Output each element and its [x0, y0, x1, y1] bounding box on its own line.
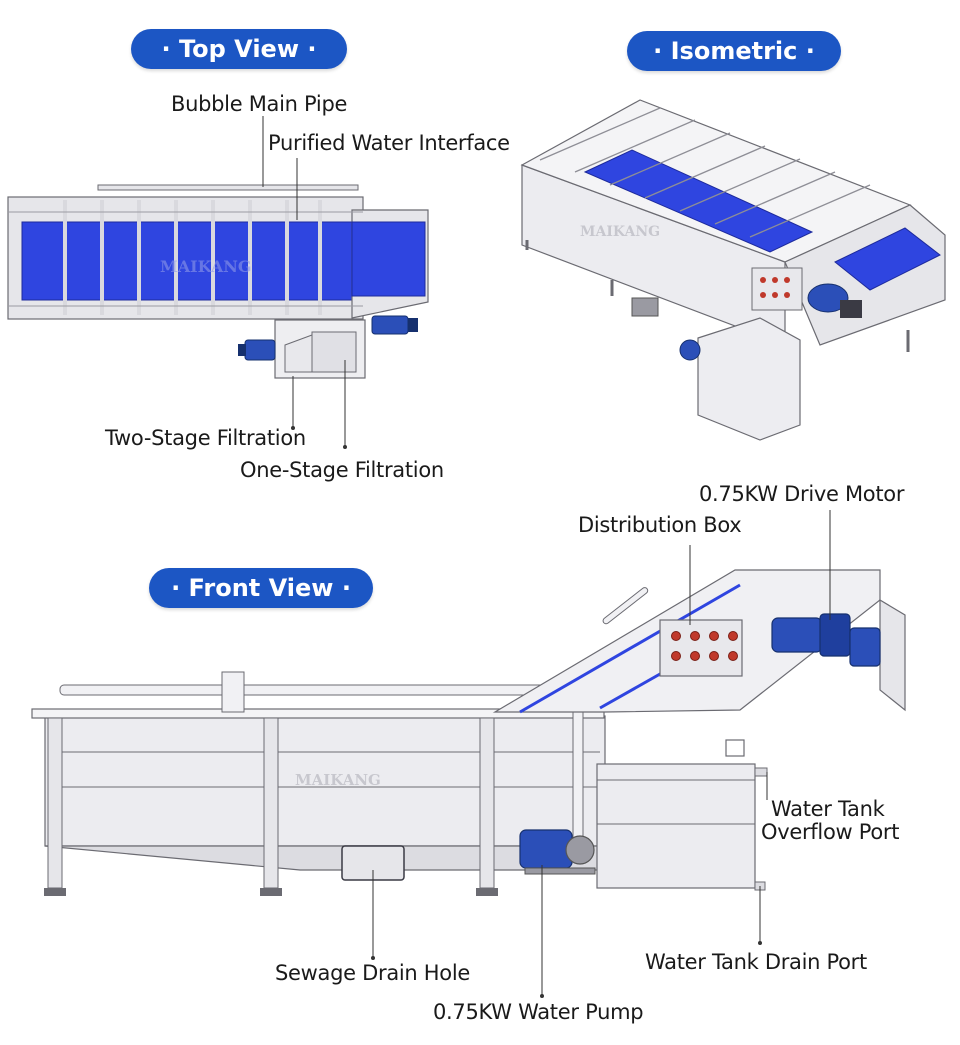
iso-drive-motor [807, 283, 862, 318]
front-watermark: MAIKANG [295, 771, 381, 789]
front-distribution-box [659, 619, 743, 677]
iso-incline-belt [834, 227, 941, 291]
front-indicator-lights [671, 631, 738, 661]
iso-cross-bars [539, 107, 871, 238]
bubble-main-pipe [97, 184, 359, 191]
top-watermark: MAIKANG [160, 257, 252, 276]
label-water-tank-drain-port: Water Tank Drain Port [645, 950, 867, 974]
top-pump-motor [238, 339, 276, 361]
heading-top-view: · Top View · [131, 29, 347, 69]
label-bubble-main-pipe: Bubble Main Pipe [171, 92, 348, 116]
iso-distribution-box [751, 267, 803, 311]
front-bubble-pipe [59, 684, 581, 696]
top-cross-bars [63, 200, 322, 315]
label-two-stage-filtration: Two-Stage Filtration [105, 426, 306, 450]
top-belt-main [21, 221, 353, 301]
front-water-tank [596, 763, 756, 889]
heading-isometric: · Isometric · [627, 31, 841, 71]
iso-pump-motor [679, 339, 701, 361]
label-overflow-port-line1: Water Tank [771, 797, 885, 821]
top-belt-incline [351, 221, 426, 297]
heading-front-view: · Front View · [149, 568, 373, 608]
label-water-pump: 0.75KW Water Pump [433, 1000, 644, 1024]
label-drive-motor: 0.75KW Drive Motor [699, 482, 905, 506]
label-sewage-drain-hole: Sewage Drain Hole [275, 961, 471, 985]
front-drive-motor [771, 613, 881, 667]
top-filter-tank-inner [311, 331, 357, 373]
top-drive-motor [371, 315, 418, 335]
label-purified-water-interface: Purified Water Interface [268, 131, 510, 155]
heading-isometric-text: · Isometric · [653, 37, 815, 65]
iso-water-tank [697, 317, 801, 441]
label-overflow-port-line2: Overflow Port [761, 820, 900, 844]
front-discharge-hood [879, 598, 906, 712]
iso-watermark: MAIKANG [580, 224, 660, 240]
heading-front-view-text: · Front View · [171, 574, 351, 602]
iso-belt [583, 149, 814, 253]
heading-top-view-text: · Top View · [161, 35, 317, 63]
front-water-pump [519, 829, 596, 875]
front-tank-rim [31, 708, 605, 719]
label-distribution-box: Distribution Box [578, 513, 742, 537]
label-one-stage-filtration: One-Stage Filtration [240, 458, 444, 482]
